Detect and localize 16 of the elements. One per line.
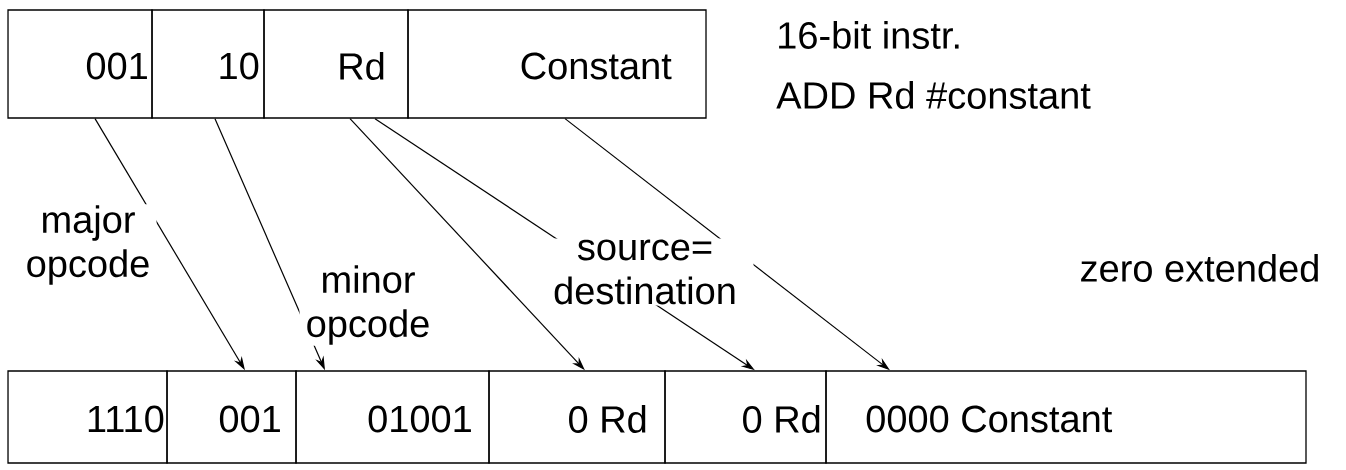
- annotation: ADD Rd #constant: [775, 80, 1092, 110]
- field-cell: 0 Rd: [664, 370, 827, 464]
- annotation: source= destination: [536, 238, 754, 306]
- field-cell: 1110: [7, 370, 168, 464]
- field-cell: 0000 Constant: [825, 370, 1307, 464]
- field-cell: 0 Rd: [488, 370, 666, 464]
- field-cell: 001: [7, 9, 153, 119]
- annotation: major opcode: [19, 204, 157, 286]
- annotation: minor opcode: [299, 264, 437, 346]
- field-cell: Rd: [263, 9, 409, 119]
- annotation: zero extended: [1078, 253, 1322, 283]
- field-cell: 01001: [295, 370, 490, 464]
- field-cell: 10: [151, 9, 265, 119]
- field-cell: 001: [166, 370, 297, 464]
- annotation: 16-bit instr.: [775, 20, 964, 50]
- field-cell: Constant: [407, 9, 707, 119]
